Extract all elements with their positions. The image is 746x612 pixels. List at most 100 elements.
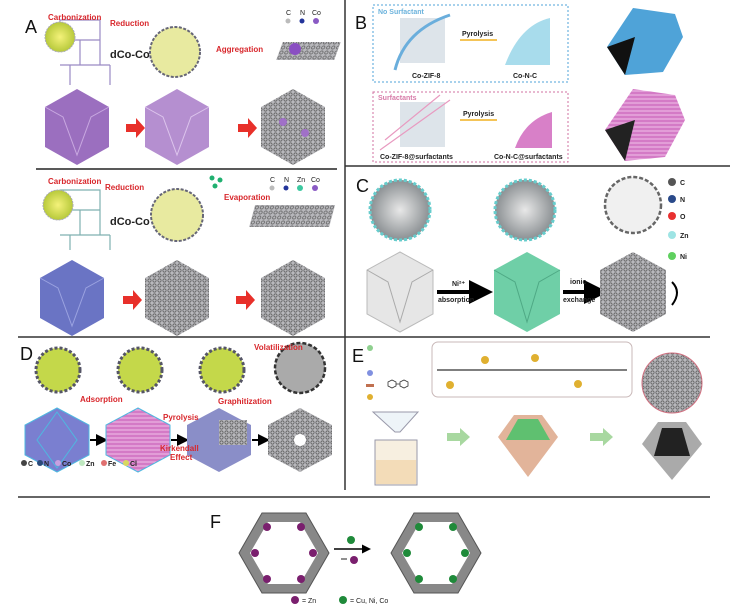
reduction-label: Reduction [105,183,144,192]
exchange-label: exchange [563,297,595,304]
co-cluster [289,43,301,55]
adsorption-label: Adsorption [80,395,123,404]
co-n-c-label: Co-N-C [513,73,537,80]
cage-sphere [149,26,201,78]
svg-text:N: N [680,197,685,204]
polyhedron-a1 [44,89,110,165]
polyhedron-c-green [493,252,561,332]
svg-text:Zn: Zn [297,177,305,184]
panel-b-no-surfactant: No Surfactant Pyrolysis Co-ZIF-8 Co-N-C [372,4,569,83]
fe-ions [446,354,582,389]
green-arrow-icon [447,428,470,446]
polyhedron-e1 [498,415,558,477]
precursor-icons [366,345,409,400]
polyhedron-a5 [145,260,209,336]
carbon-cage [273,341,327,395]
co-zif8-label: Co-ZIF-8 [412,73,440,80]
n-doped-carbon-lattice [641,352,703,414]
carbon-sphere [42,189,74,221]
hexagon-metal [390,512,482,594]
volatilization-label: Volatilization [254,343,303,352]
arrow-icon [123,290,142,310]
panel-label-c: C [356,176,369,196]
svg-text:N: N [300,10,305,17]
release-arrow-icon [671,281,678,306]
panel-label-f: F [210,512,221,532]
panel-b-surfactants: Surfactants Pyrolysis Co-ZIF-8@surfactan… [372,91,569,163]
legend-zn-label: = Zn [302,598,316,605]
svg-text:C: C [270,177,275,184]
green-arrow-icon [590,428,613,446]
polyhedron-d2 [105,407,171,473]
svg-text:Zn: Zn [86,461,95,468]
zn-atom [209,175,215,181]
panel-label-d: D [20,344,33,364]
zif-cage [116,346,164,394]
zn-atom [212,183,218,189]
polyhedron-e2 [642,422,702,480]
svg-text:Zn: Zn [680,233,689,240]
polyhedron-a6 [261,260,325,336]
svg-text:Co: Co [311,177,320,184]
svg-text:Co: Co [312,10,321,17]
polyhedron-a3 [261,89,325,165]
distance-label: dCo-Co [110,49,150,61]
panel-a-top: Carbonization Reduction dCo-Co Aggregati… [44,10,341,165]
zif-lattice [59,189,111,250]
zif-cage [34,346,82,394]
carbonization-label: Carbonization [48,13,101,22]
ni-label: Ni²⁺ [452,281,465,288]
co-zif8-surfactants-label: Co-ZIF-8@surfactants [380,154,453,161]
effect-label: Effect [170,453,193,462]
arrow-icon [238,118,257,138]
svg-text:Ni: Ni [680,254,687,261]
kirkendall-label: Kirkendall [160,444,199,453]
svg-text:O: O [680,214,686,221]
polyhedron-b-blue [607,8,683,75]
polyhedron-d4 [268,408,332,472]
linker-icon [387,379,409,389]
funnel-beaker [371,411,420,486]
zif-cage [368,178,432,242]
hexagon-zn [238,512,330,594]
legend-a-top: C N Co [285,10,321,24]
ni-absorbed-cage [493,178,557,242]
svg-text:Fe: Fe [108,461,116,468]
evaporation-label: Evaporation [224,193,270,202]
svg-text:Co: Co [62,461,71,468]
legend-metal-label: = Cu, Ni, Co [350,598,388,605]
zif-lattice [59,19,111,85]
pyrolysis-label: Pyrolysis [163,413,199,422]
pyrolysis-label: Pyrolysis [463,111,494,118]
polyhedron-d1 [24,407,90,473]
svg-text:C: C [680,180,685,187]
polyhedron-c-mesh [600,252,666,332]
surfactants-label: Surfactants [378,95,417,102]
panel-a-bottom: Carbonization Reduction dCo-Co Evaporati… [39,175,336,336]
carbon-sphere [44,21,76,53]
leaving-zn-icon [350,556,358,564]
pyrolysis-label: Pyrolysis [462,31,493,38]
graphitization-label: Graphitization [218,397,272,406]
panel-label-b: B [355,13,367,33]
arrow-icon [126,118,145,138]
svg-text:N: N [284,177,289,184]
svg-text:N: N [44,461,49,468]
legend-f: = Zn = Cu, Ni, Co [291,596,388,605]
carbonization-label: Carbonization [48,177,101,186]
incoming-metal-icon [347,536,355,544]
cage-sphere [150,188,204,242]
legend-c: C N O Zn Ni [668,178,689,261]
svg-text:C: C [286,10,291,17]
legend-d: C N Co Zn Fe Cl [21,460,137,468]
arrow-icon [236,290,255,310]
zif-cage [198,346,246,394]
polyhedron-d3 [187,408,251,472]
absorption-label: absorption [438,297,474,304]
ionic-label: ionic [570,279,586,286]
polyhedron-a2 [144,89,210,165]
aggregation-label: Aggregation [216,45,263,54]
legend-a-bottom: C N Zn Co [269,177,320,191]
